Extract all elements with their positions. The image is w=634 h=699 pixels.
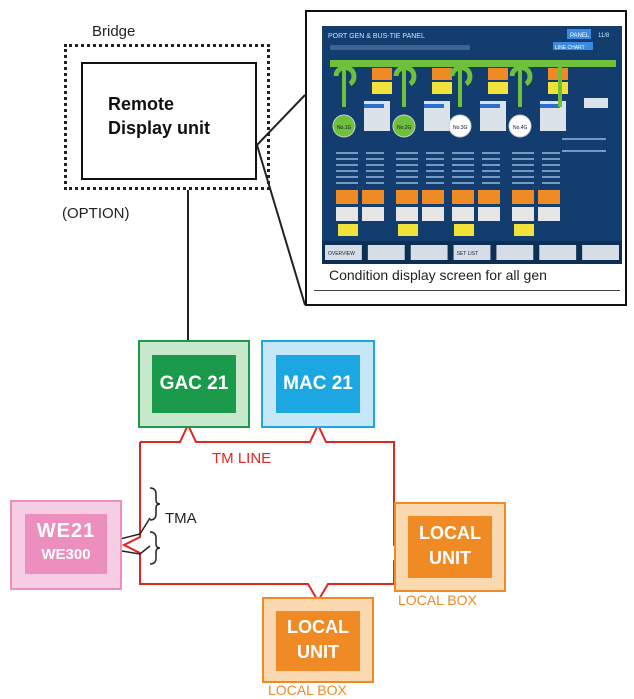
- screen-gen-column: No.2G: [392, 65, 452, 236]
- screen-header-button2-label: LINE CHART: [555, 45, 585, 51]
- local-unit-right[interactable]: LOCAL UNIT: [394, 502, 506, 592]
- mac21-unit[interactable]: MAC 21: [261, 340, 375, 428]
- tma-brace-lower: [149, 531, 161, 565]
- we21-unit[interactable]: WE21 WE300: [10, 500, 122, 590]
- condition-display-screen: PORT GEN & BUS-TIE PANEL PANEL 11/8 LINE…: [322, 26, 622, 264]
- screen-gen-column: No.3G: [448, 65, 508, 236]
- gac21-unit[interactable]: GAC 21: [138, 340, 250, 428]
- we300-label: WE300: [41, 546, 91, 563]
- screen-caption-rule: [314, 290, 620, 291]
- screen-header-button2: [553, 42, 593, 50]
- tma-brace-upper: [149, 487, 161, 521]
- screen-generator: [448, 114, 472, 138]
- screen-bottom-button: [582, 245, 619, 260]
- screen-bottom-button: [539, 245, 577, 260]
- screen-caption: Condition display screen for all gen: [329, 267, 547, 283]
- tm-line-label: TM LINE: [212, 450, 272, 467]
- screen-gen-column: No.1G: [332, 65, 392, 236]
- screen-bottom-button: [410, 245, 448, 260]
- local-box-label-bottom: LOCAL BOX: [268, 682, 347, 698]
- local-unit-bottom-line2: UNIT: [297, 642, 339, 662]
- screen-bottom-button: [325, 245, 362, 260]
- bridge-dotted-frame: [64, 44, 270, 190]
- screen-bottom-button: [496, 245, 534, 260]
- screen-vcb-close: [372, 82, 392, 94]
- mac21-label: MAC 21: [283, 373, 353, 394]
- local-unit-right-line2: UNIT: [429, 548, 471, 568]
- we21-logo: WE21: [36, 520, 96, 542]
- screen-vcb-close: [488, 82, 508, 94]
- svg-text:No.2G: No.2G: [397, 125, 412, 131]
- svg-text:No.4G: No.4G: [513, 125, 528, 131]
- local-box-label-right: LOCAL BOX: [398, 592, 477, 608]
- callout-line-top: [256, 94, 306, 146]
- screen-header-button-label: PANEL: [570, 33, 590, 39]
- screen-generator: [332, 114, 356, 138]
- screen-generator: [508, 114, 532, 138]
- screen-bottom-button: [453, 245, 491, 260]
- svg-text:SET LIST: SET LIST: [457, 251, 479, 257]
- tma-label: TMA: [165, 510, 197, 527]
- svg-text:OVERVIEW: OVERVIEW: [328, 251, 355, 257]
- screen-vcb-open: [372, 68, 392, 80]
- remote-display-unit[interactable]: Remote Display unit: [81, 62, 257, 180]
- screen-bus-bar: [330, 60, 616, 67]
- bridge-label: Bridge: [92, 23, 136, 40]
- tma-line-upper: [115, 517, 151, 541]
- screen-header-page: 11/8: [598, 33, 610, 39]
- screen-generator: [392, 114, 416, 138]
- callout-line-bottom: [256, 144, 306, 306]
- screen-vcb-open: [488, 68, 508, 80]
- screen-vcb-open: [432, 68, 452, 80]
- screen-bottom-button: [367, 245, 405, 260]
- remote-unit-line2: Display unit: [108, 118, 211, 138]
- svg-text:No.3G: No.3G: [453, 125, 468, 131]
- local-unit-bottom[interactable]: LOCAL UNIT: [262, 597, 374, 683]
- local-unit-bottom-line1: LOCAL: [287, 617, 349, 637]
- screen-header-button: [567, 29, 591, 39]
- screen-header-title: PORT GEN & BUS-TIE PANEL: [328, 33, 425, 40]
- svg-text:No.1G: No.1G: [337, 125, 352, 131]
- screen-vcb-close: [432, 82, 452, 94]
- remote-unit-line1: Remote: [108, 94, 175, 114]
- tma-line-lower: [115, 545, 151, 555]
- option-label: (OPTION): [62, 205, 130, 222]
- local-unit-right-line1: LOCAL: [419, 523, 481, 543]
- gac21-label: GAC 21: [159, 373, 229, 394]
